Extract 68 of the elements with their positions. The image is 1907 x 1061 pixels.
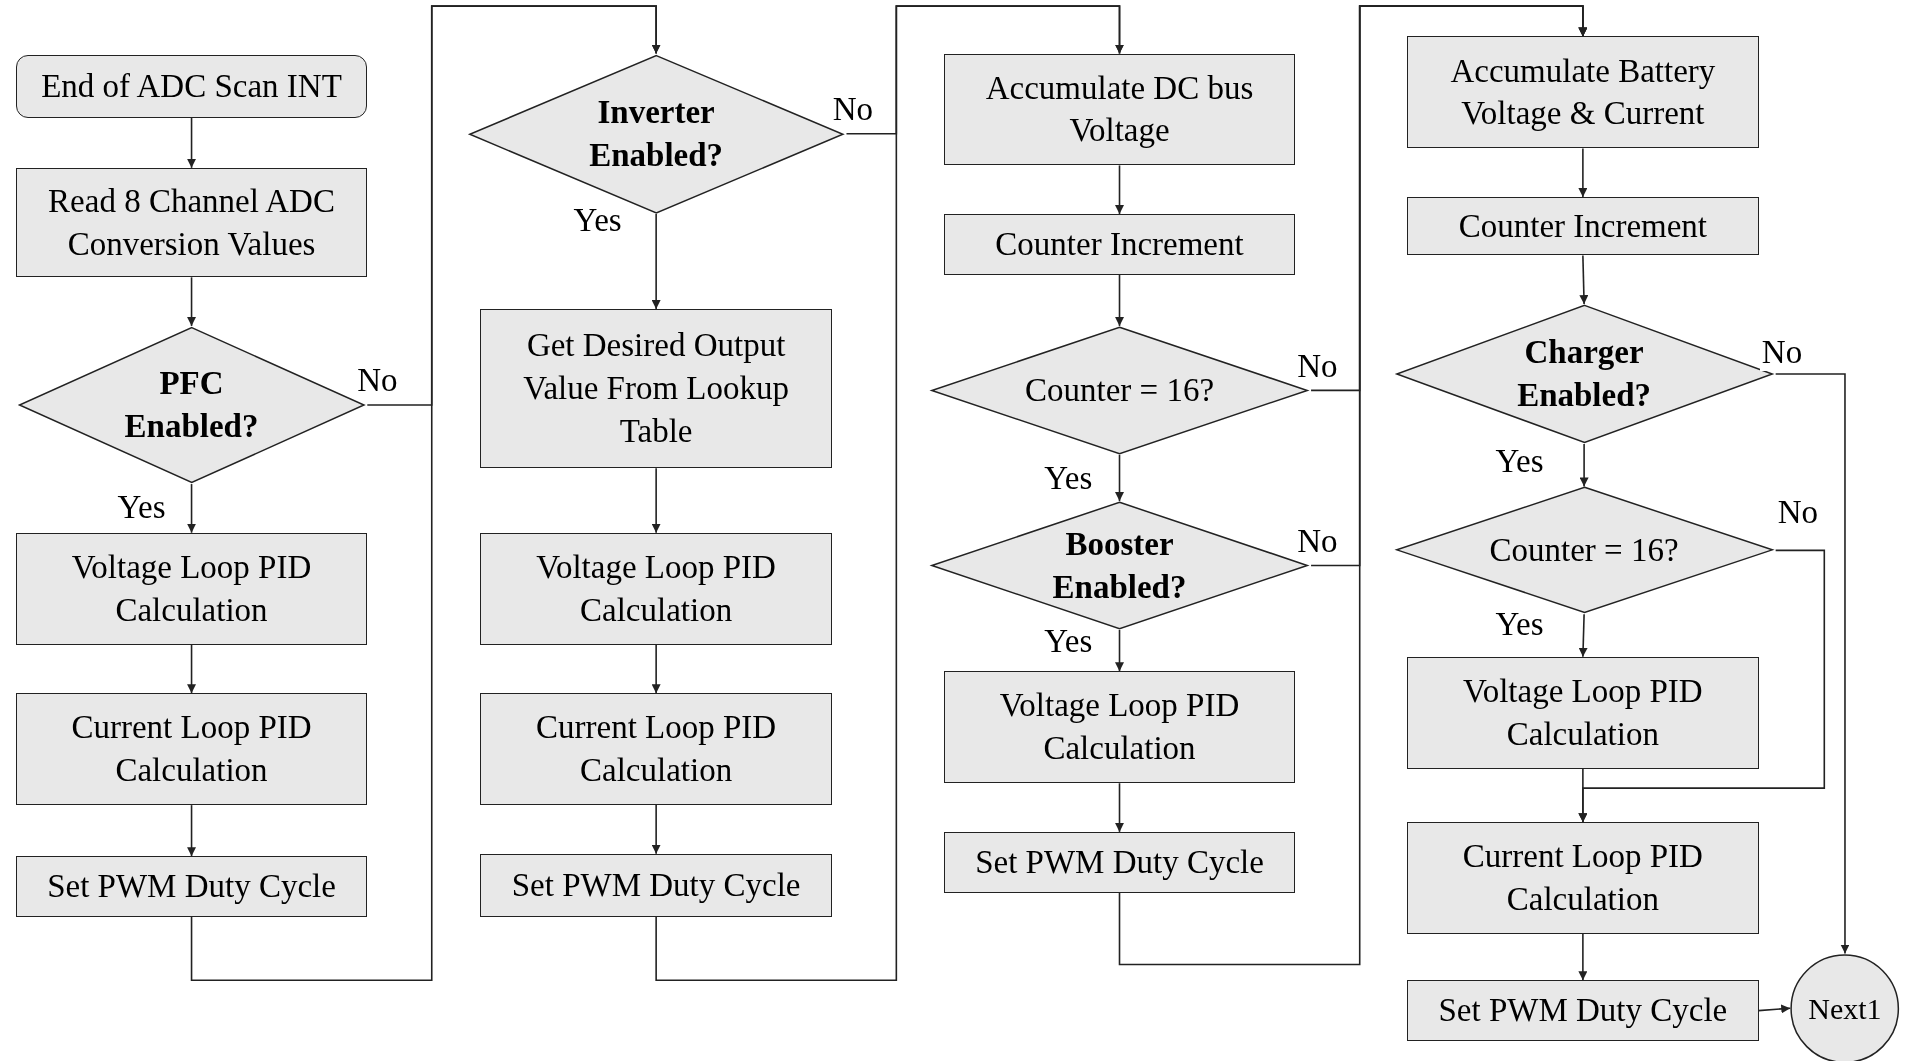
decision-text: Counter = 16? [1023,370,1216,410]
process-box [480,308,832,469]
arrow [1118,5,1588,966]
process-box [943,53,1296,166]
step-text: Set PWM Duty Cycle [1437,991,1729,1031]
arrow [1578,613,1588,658]
arrow [651,643,661,695]
process-box [1407,36,1759,149]
process-box [1407,197,1759,256]
arrow [187,643,197,695]
arrow [1578,147,1588,198]
arrow [1757,1004,1792,1014]
process-box [1407,980,1759,1042]
step-text: Voltage Loop PID Calculation [1462,671,1704,754]
step-text: Accumulate Battery Voltage & Current [1449,51,1717,134]
step-text: Current Loop PID Calculation [70,708,313,791]
process-box [943,214,1296,275]
arrow [1578,933,1588,982]
arrow [190,5,661,982]
arrow [1774,373,1850,955]
step-text: Accumulate DC bus Voltage [984,68,1255,151]
step-text: Read 8 Channel ADC Conversion Values [47,181,336,264]
process-box [480,532,832,645]
step-text: Current Loop PID Calculation [1461,837,1704,920]
arrow [187,804,197,857]
arrow [655,5,1124,982]
arrow [1115,274,1124,327]
process-box [15,856,368,917]
process-box [480,853,832,917]
arrow [1579,254,1589,305]
step-text: Next1 [1808,990,1882,1027]
arrow [651,213,661,310]
arrow [651,804,661,855]
process-box [15,167,368,278]
decision-text: Charger Enabled? [1516,333,1653,415]
process-box [1407,656,1759,769]
step-text: Set PWM Duty Cycle [510,865,802,905]
decision-text: Inverter Enabled? [588,92,725,175]
arrow [187,483,197,534]
start-box [15,54,368,118]
arrow [1115,454,1124,502]
step-text: Current Loop PID Calculation [535,708,778,791]
process-box [1407,822,1759,934]
process-box [15,693,368,806]
step-text: Counter Increment [1457,206,1709,246]
process-box [943,831,1296,893]
arrow [1579,443,1589,488]
step-text: End of ADC Scan INT [40,66,343,106]
arrow [1115,629,1124,673]
arrow [187,276,197,327]
step-text: Counter Increment [994,225,1245,264]
process-box [15,532,368,645]
step-text: Set PWM Duty Cycle [46,867,337,907]
step-text: Voltage Loop PID Calculation [998,686,1241,769]
arrow [1115,164,1124,215]
decision-text: Booster Enabled? [1051,524,1188,607]
step-text: Get Desired Output Value From Lookup Table [522,326,791,451]
step-text: Voltage Loop PID Calculation [70,547,313,630]
decision-text: Counter = 16? [1488,530,1680,570]
step-text: Voltage Loop PID Calculation [535,547,777,630]
arrow [187,117,197,169]
process-box [480,693,832,806]
process-box [943,671,1296,784]
arrow [651,467,661,534]
arrow [1115,782,1124,833]
arrow [1578,767,1588,823]
step-text: Set PWM Duty Cycle [974,842,1265,882]
decision-text: PFC Enabled? [123,364,260,446]
